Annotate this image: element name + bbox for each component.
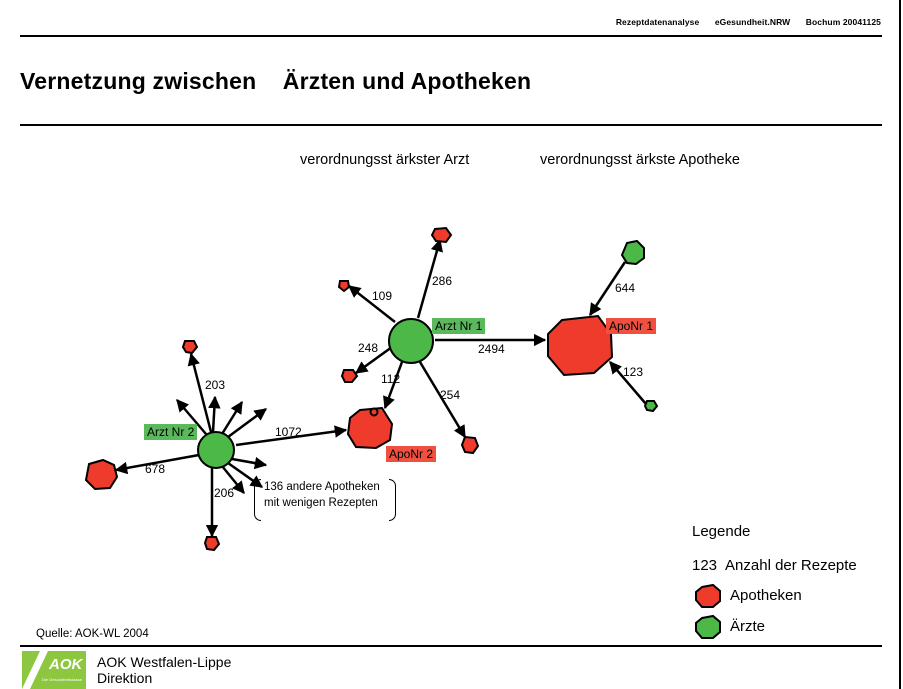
edge-arzt1-upleft	[348, 285, 396, 323]
arzt1-edges	[348, 238, 547, 439]
doctor-node-top	[620, 239, 645, 266]
footer-rule	[20, 645, 882, 647]
pharmacy-node-apo2	[346, 406, 394, 450]
edge-arzt2-left	[114, 453, 200, 475]
header-info-program: eGesundheit.NRW	[714, 17, 791, 27]
legend-pharmacies-label: Apotheken	[730, 587, 802, 604]
apo1-edges	[588, 261, 647, 405]
legend-title: Legende	[692, 523, 751, 540]
edge-label-123: 123	[623, 365, 643, 379]
organization: AOK Westfalen-Lippe Direktion	[97, 654, 231, 686]
doctor-node-arzt2	[197, 431, 235, 469]
label-arzt2: Arzt Nr 2	[144, 424, 198, 440]
edge-arzt2-minor-2	[208, 395, 221, 433]
aok-logo-text: AOK	[48, 656, 84, 673]
edge-arzt1-top	[416, 238, 443, 319]
edge-label-2494: 2494	[478, 342, 505, 356]
pharmacy-node-downright	[460, 435, 480, 455]
minor-note-line2: mit wenigen Rezepten	[264, 497, 378, 509]
pharmacy-node-apo1	[547, 314, 614, 377]
title-part-2: Ärzten und Apotheken	[282, 68, 532, 94]
edge-label-254: 254	[440, 388, 460, 402]
title-part-1: Vernetzung zwischen	[20, 68, 257, 94]
doctor-node-small	[643, 400, 659, 413]
edge-label-678: 678	[145, 462, 165, 476]
edge-label-1072: 1072	[275, 425, 302, 439]
edge-label-112: 112	[381, 372, 400, 386]
edge-arzt2-minor-5	[231, 456, 268, 470]
pharmacy-node-arzt2-top	[181, 340, 199, 355]
edge-arzt1-apo2	[383, 361, 404, 410]
edge-arzt2-minor-7	[221, 465, 245, 494]
legend-pharmacy-icon	[695, 583, 721, 608]
legend-doctor-icon	[695, 614, 721, 639]
aok-logo-mark: AOK Die Gesundheitskasse	[22, 651, 84, 689]
org-line-1: AOK Westfalen-Lippe	[97, 654, 232, 670]
heading-top-pharmacy: verordnungsst ärkste Apotheke	[540, 152, 740, 168]
edge-label-109: 109	[372, 289, 392, 303]
source-note: Quelle: AOK-WL 2004	[36, 628, 149, 640]
arzt2-edges	[114, 352, 348, 538]
edge-doctor-small-apo1	[609, 361, 647, 405]
title-rule	[20, 124, 882, 126]
edge-doctor-top-apo1	[588, 261, 627, 317]
pharmacy-node-tiny	[369, 407, 379, 417]
legend-count-sample: 123	[692, 557, 718, 574]
legend-doctors-label: Ärzte	[730, 618, 766, 635]
pharmacy-node-top	[430, 226, 453, 244]
label-apo1: ApoNr 1	[606, 318, 657, 334]
minor-pharmacies-note: 136 andere Apotheken mit wenigen Rezepte…	[254, 479, 396, 521]
pharmacy-node-arzt2-bottom	[203, 536, 221, 552]
minor-note-line1: 136 andere Apotheken	[264, 481, 380, 493]
edge-arzt2-minor-4	[227, 407, 268, 439]
heading-top-doctor: verordnungsst ärkster Arzt	[300, 152, 470, 168]
legend-count-label: Anzahl der Rezepte	[725, 557, 857, 574]
header-info-date: Bochum 20041125	[805, 17, 881, 27]
edge-arzt2-minor-3	[220, 400, 244, 435]
edge-arzt2-apo2	[235, 425, 348, 447]
edge-arzt2-top	[187, 352, 213, 433]
pharmacy-node-left	[340, 369, 359, 383]
label-arzt1: Arzt Nr 1	[432, 318, 486, 334]
edge-label-286: 286	[432, 274, 452, 288]
edge-arzt2-minor-1	[176, 399, 207, 435]
edge-label-206: 206	[214, 486, 234, 500]
header-info-project: Rezeptdatenanalyse	[615, 17, 700, 27]
pharmacy-nodes	[84, 226, 614, 552]
edge-arzt1-left	[354, 345, 393, 375]
aok-logo: AOK Die Gesundheitskasse	[22, 651, 86, 689]
org-line-2: Direktion	[97, 670, 153, 686]
legend-count-row: 123 Anzahl der Rezepte	[692, 557, 857, 574]
pharmacy-node-upleft	[337, 280, 351, 293]
doctor-nodes	[197, 239, 659, 469]
page-title: Vernetzung zwischen Ärzten und Apotheken	[20, 68, 531, 95]
top-rule	[20, 35, 882, 37]
aok-logo-tagline: Die Gesundheitskasse	[42, 677, 83, 682]
header-info: Rezeptdatenanalyse eGesundheit.NRW Bochu…	[603, 17, 881, 27]
edge-label-248: 248	[358, 341, 378, 355]
edge-label-644: 644	[615, 281, 635, 295]
pharmacy-node-arzt2-left	[84, 458, 119, 491]
label-apo2: ApoNr 2	[386, 446, 437, 462]
edge-label-203: 203	[205, 378, 225, 392]
doctor-node-arzt1	[388, 318, 434, 364]
edge-arzt1-downright	[418, 361, 467, 439]
